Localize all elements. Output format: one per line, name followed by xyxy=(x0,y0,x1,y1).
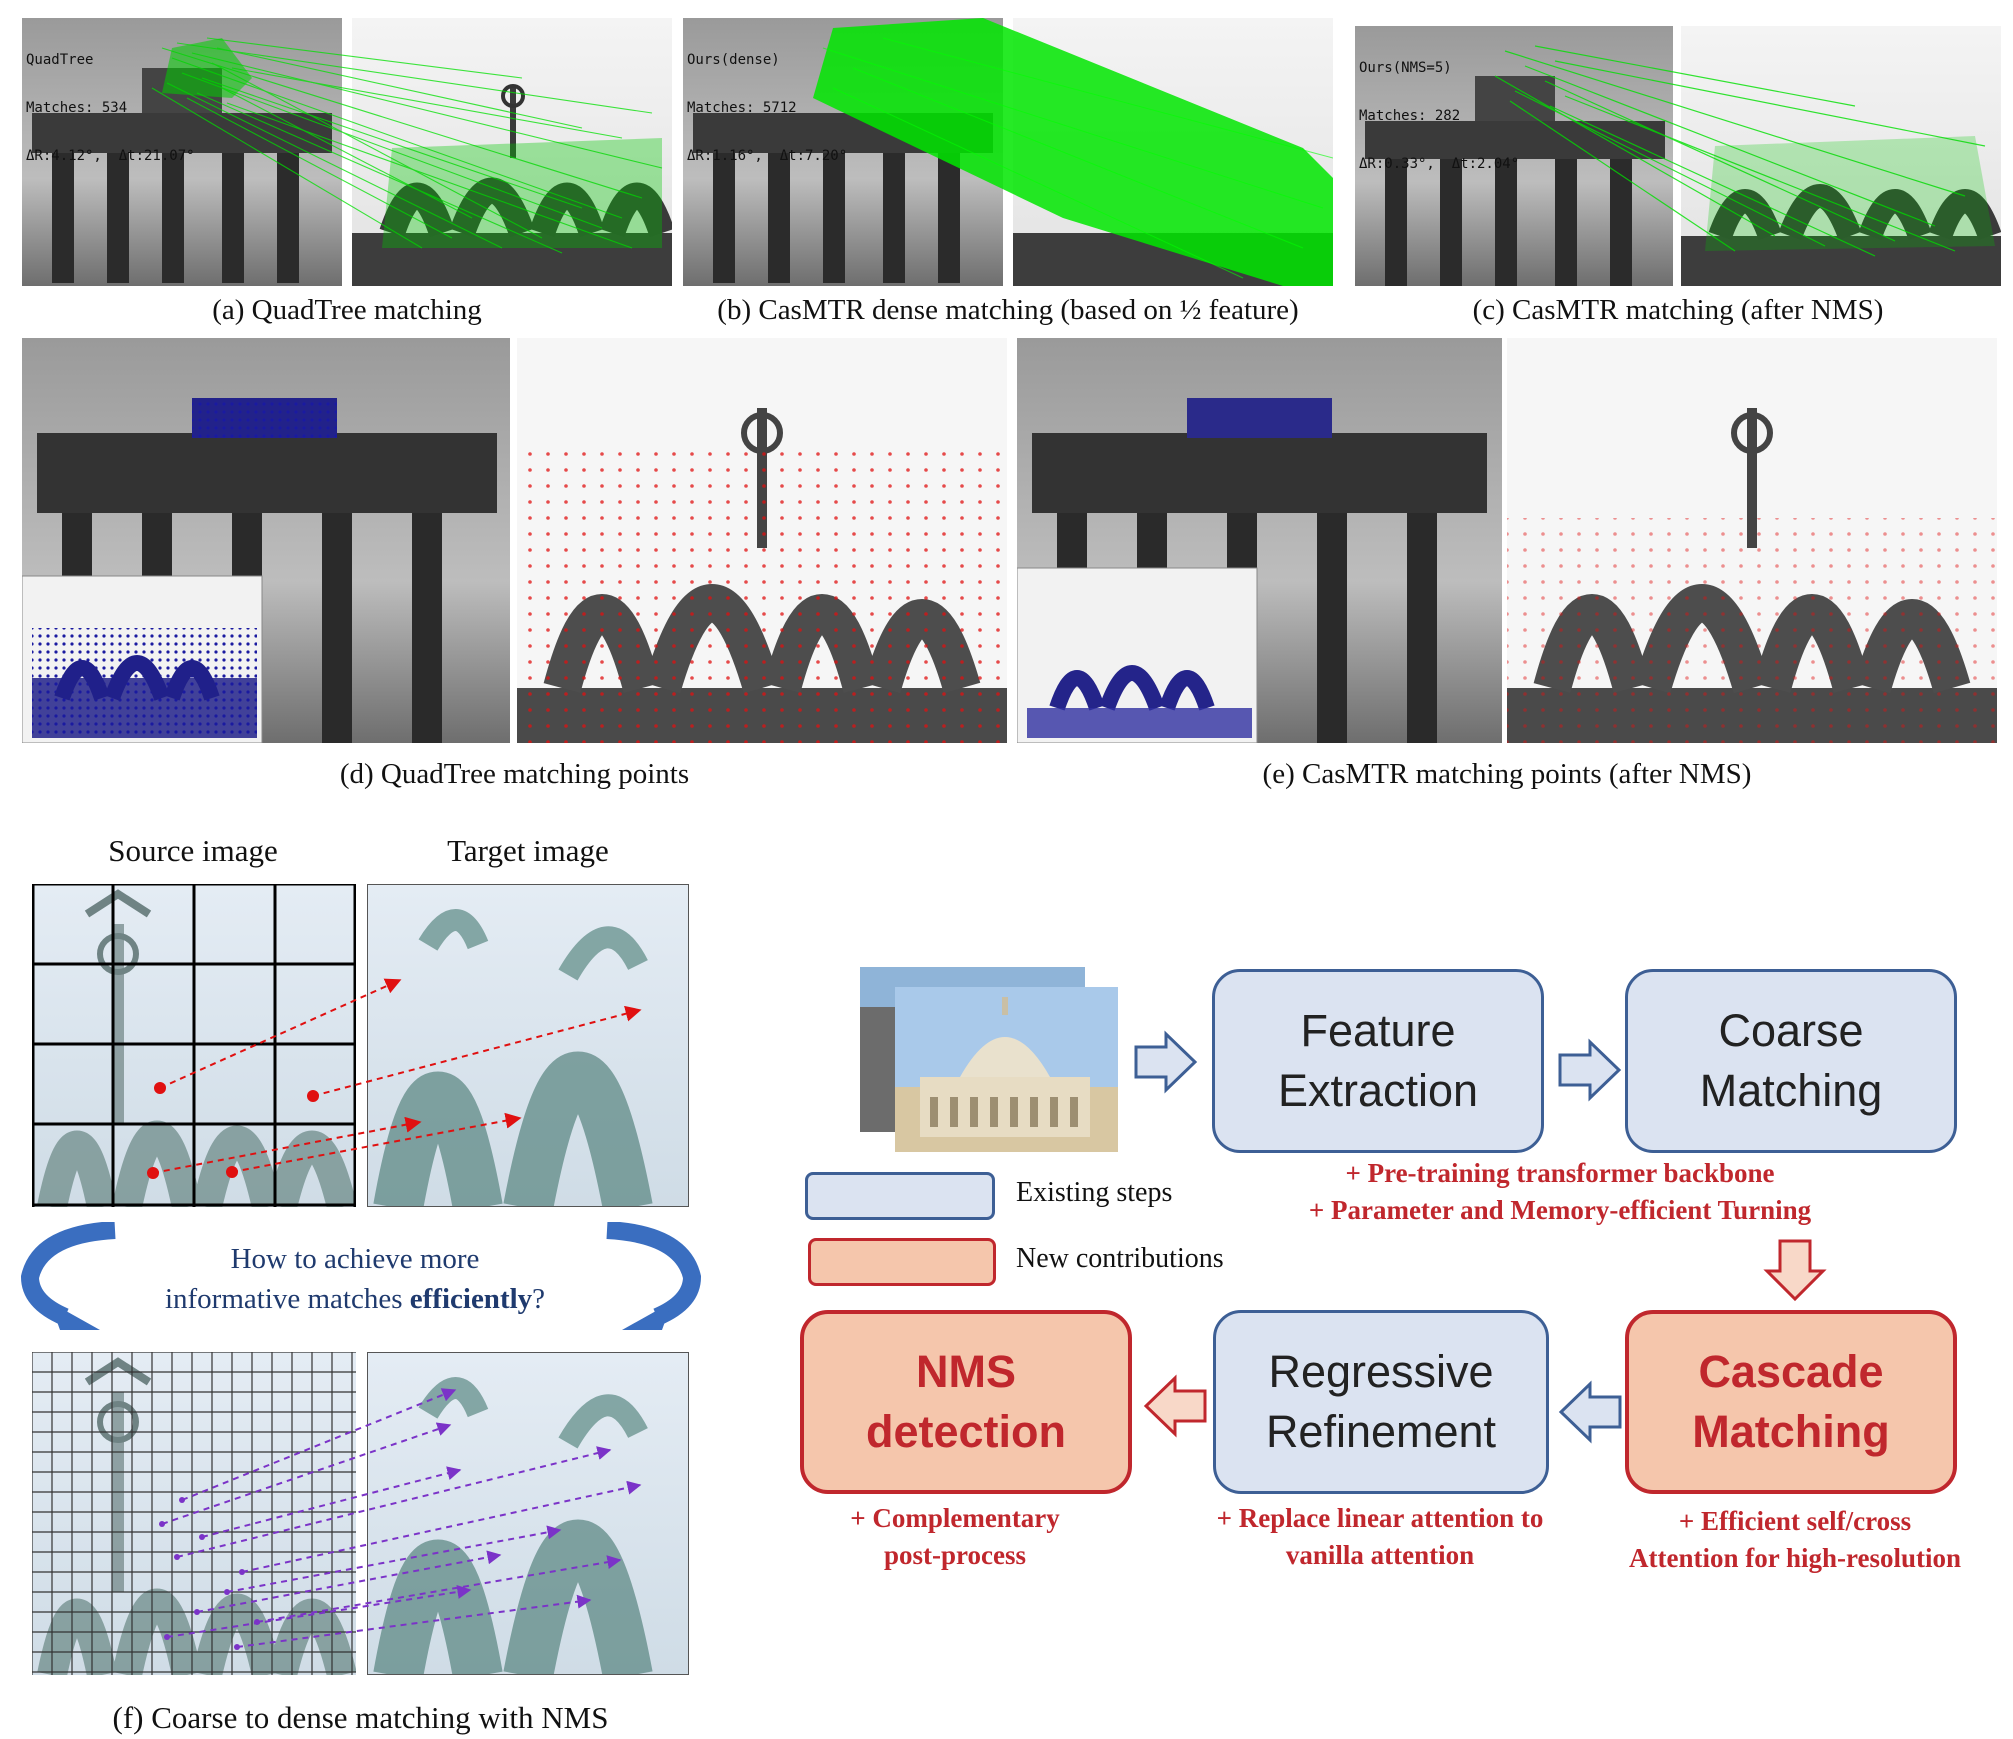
coarse-matching-step: Coarse Matching xyxy=(1625,969,1957,1153)
cascade-note-line-2: Attention for high-resolution xyxy=(1628,1543,1961,1573)
curved-arrow-left-icon xyxy=(20,1222,116,1330)
feature-extraction-label: Feature Extraction xyxy=(1277,1005,1479,1116)
legend-new-swatch xyxy=(808,1238,996,1286)
panel-e-image xyxy=(1017,338,1997,743)
panel-c-overlay-line-3: ΔR:0.33°, Δt:2.04° xyxy=(1359,156,1520,172)
dense-match-arrows xyxy=(161,1388,642,1648)
dense-target-image-drawing xyxy=(368,1353,688,1674)
arrow-left-icon-2 xyxy=(1143,1374,1207,1438)
regressive-refinement-label: Regressive Refinement xyxy=(1265,1346,1497,1457)
cascade-matching-label: Cascade Matching xyxy=(1692,1346,1890,1457)
efficiency-question: How to achieve more informative matches … xyxy=(110,1239,600,1319)
coarse-target-image-drawing xyxy=(368,885,688,1206)
cascade-note-line-1: + Efficient self/cross xyxy=(1678,1506,1912,1536)
cascade-matching-step: Cascade Matching xyxy=(1625,1310,1957,1494)
backbone-note-line-2: + Parameter and Memory-efficient Turning xyxy=(1308,1195,1812,1225)
panel-a-overlay: QuadTree Matches: 534 ΔR:4.12°, Δt:21.07… xyxy=(26,20,195,196)
backbone-note: + Pre-training transformer backbone + Pa… xyxy=(1290,1155,1830,1229)
panel-e-caption: (e) CasMTR matching points (after NMS) xyxy=(1262,758,1752,790)
target-image-label: Target image xyxy=(447,833,609,868)
coarse-target-image xyxy=(367,884,689,1207)
efficiency-question-emphasis: efficiently xyxy=(409,1283,533,1315)
arrow-right-icon xyxy=(1134,1030,1198,1094)
nms-note-line-2: post-process xyxy=(883,1540,1026,1570)
nms-note: + Complementary post-process xyxy=(800,1500,1110,1574)
panel-a-overlay-line-2: Matches: 534 xyxy=(26,100,128,116)
panel-b-dense-matching: Ours(dense) Matches: 5712 ΔR:1.16°, Δt:7… xyxy=(683,18,1333,286)
panel-d-image xyxy=(22,338,1007,743)
cascade-note: + Efficient self/cross Attention for hig… xyxy=(1590,1503,2000,1577)
legend-new-label: New contributions xyxy=(1016,1243,1224,1274)
efficiency-question-mark: ? xyxy=(532,1283,546,1315)
legend-existing-label: Existing steps xyxy=(1016,1177,1173,1208)
backbone-note-line-1: + Pre-training transformer backbone xyxy=(1345,1158,1775,1188)
panel-c-overlay-line-2: Matches: 282 xyxy=(1359,108,1461,124)
refinement-note: + Replace linear attention to vanilla at… xyxy=(1170,1500,1590,1574)
source-image-label: Source image xyxy=(108,833,278,868)
panel-a-quadtree-matching: QuadTree Matches: 534 ΔR:4.12°, Δt:21.07… xyxy=(22,18,672,286)
efficiency-question-text: informative matches xyxy=(164,1283,410,1315)
arrow-right-icon-2 xyxy=(1558,1038,1622,1102)
panel-d-matching-points xyxy=(22,338,1007,743)
efficiency-question-line-2: informative matches efficiently? xyxy=(110,1279,600,1319)
panel-e-matching-points-nms xyxy=(1017,338,1997,743)
feature-extraction-step: Feature Extraction xyxy=(1212,969,1544,1153)
curved-arrow-right-icon xyxy=(606,1222,702,1330)
refinement-note-line-1: + Replace linear attention to xyxy=(1216,1503,1544,1533)
panel-b-overlay: Ours(dense) Matches: 5712 ΔR:1.16°, Δt:7… xyxy=(687,20,847,196)
efficiency-question-line-1: How to achieve more xyxy=(230,1243,480,1275)
panel-a-overlay-line-3: ΔR:4.12°, Δt:21.07° xyxy=(26,148,195,164)
regressive-refinement-step: Regressive Refinement xyxy=(1213,1310,1549,1494)
coarse-match-arrows xyxy=(152,978,642,1174)
dense-target-image xyxy=(367,1352,689,1675)
panel-c-image xyxy=(1355,26,2001,286)
coarse-source-grid-image xyxy=(32,884,356,1207)
panel-b-overlay-line-1: Ours(dense) xyxy=(687,52,780,68)
panel-a-caption: (a) QuadTree matching xyxy=(212,294,482,326)
panel-c-overlay: Ours(NMS=5) Matches: 282 ΔR:0.33°, Δt:2.… xyxy=(1359,28,1519,204)
nms-detection-label: NMS detection xyxy=(865,1346,1067,1457)
refinement-note-line-2: vanilla attention xyxy=(1285,1540,1475,1570)
legend-existing-swatch xyxy=(805,1172,995,1220)
coarse-matching-label: Coarse Matching xyxy=(1699,1005,1883,1116)
panel-b-overlay-line-3: ΔR:1.16°, Δt:7.20° xyxy=(687,148,848,164)
panel-c-caption: (c) CasMTR matching (after NMS) xyxy=(1472,294,1884,326)
coarse-source-grid xyxy=(32,884,356,1207)
panel-b-caption: (b) CasMTR dense matching (based on ½ fe… xyxy=(717,294,1299,326)
panel-b-overlay-line-2: Matches: 5712 xyxy=(687,100,797,116)
nms-note-line-1: + Complementary xyxy=(850,1503,1060,1533)
input-image-stack xyxy=(860,967,1118,1152)
panel-a-image xyxy=(22,18,672,286)
nms-detection-step: NMS detection xyxy=(800,1310,1132,1494)
panel-a-overlay-line-1: QuadTree xyxy=(26,52,94,68)
panel-f-caption: (f) Coarse to dense matching with NMS xyxy=(112,1700,609,1735)
panel-c-nms-matching: Ours(NMS=5) Matches: 282 ΔR:0.33°, Δt:2.… xyxy=(1355,26,2001,286)
panel-d-caption: (d) QuadTree matching points xyxy=(339,758,690,790)
input-image-stack-drawing xyxy=(860,967,1118,1152)
arrow-down-icon xyxy=(1763,1239,1827,1302)
panel-c-overlay-line-1: Ours(NMS=5) xyxy=(1359,60,1452,76)
arrow-left-icon xyxy=(1558,1380,1622,1444)
panel-b-image xyxy=(683,18,1333,286)
